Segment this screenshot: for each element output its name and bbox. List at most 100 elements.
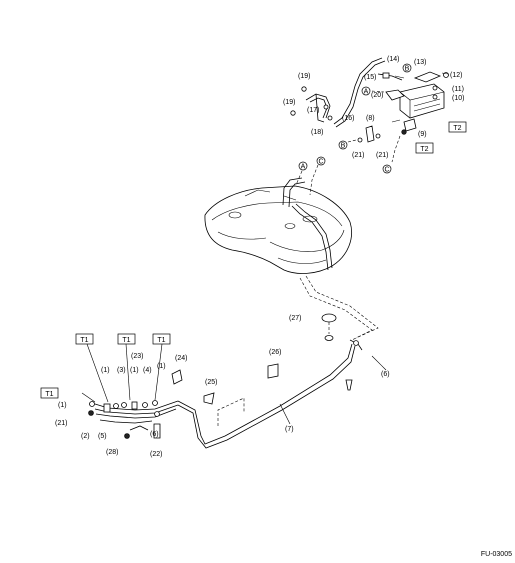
canister <box>399 83 445 119</box>
connector-c-right: C <box>382 164 392 174</box>
clip-25 <box>203 392 215 405</box>
clamp-23 <box>131 401 138 410</box>
leader-6 <box>371 355 387 371</box>
filler-neck <box>282 177 306 208</box>
bracket-28 <box>129 425 149 431</box>
callout-15: (15) <box>364 74 376 81</box>
clamp-3 <box>121 402 127 408</box>
callout-17: (17) <box>307 107 319 114</box>
callout-21b: (21) <box>376 152 388 159</box>
callout-1a: (1) <box>101 367 110 374</box>
callout-28: (28) <box>106 449 118 456</box>
pipe-18a <box>305 93 331 119</box>
callout-25: (25) <box>205 379 217 386</box>
bracket-22 <box>153 423 161 439</box>
leader-t1-c <box>125 343 131 401</box>
washer-10 <box>432 94 438 100</box>
clamp-2 <box>103 403 111 413</box>
svg-text:T1: T1 <box>45 391 53 398</box>
svg-text:T1: T1 <box>122 337 130 344</box>
grommet-27b <box>324 335 334 341</box>
fuel-tank <box>204 185 352 274</box>
svg-text:B: B <box>405 66 410 73</box>
leader-b-lower <box>347 139 357 143</box>
callout-18: (18) <box>311 129 323 136</box>
nut-11 <box>432 85 438 91</box>
figure-id: FU-03005 <box>481 551 512 558</box>
part-20 <box>385 89 405 101</box>
leader-12 <box>441 72 449 75</box>
callout-21c: (21) <box>55 420 67 427</box>
callout-10: (10) <box>452 95 464 102</box>
hose-14 <box>333 57 383 125</box>
callout-7: (7) <box>285 426 294 433</box>
tank-line-a <box>291 205 329 271</box>
joint-6b <box>154 411 160 417</box>
bolt-21b <box>375 133 381 139</box>
fuel-pipe-7 <box>177 343 356 449</box>
callout-4: (4) <box>143 367 152 374</box>
clip-16 <box>327 115 333 121</box>
joint-6a <box>353 340 359 346</box>
bracket-13 <box>413 71 442 83</box>
callout-12: (12) <box>450 72 462 79</box>
callout-21a: (21) <box>352 152 364 159</box>
connector-b-upper: B <box>402 63 412 73</box>
leader-7 <box>279 403 291 425</box>
leader-c-canister <box>391 135 401 163</box>
route-guide-dashed <box>217 397 245 426</box>
ref-box-t1-d: T1 <box>40 387 59 399</box>
clamp-1b <box>113 403 119 409</box>
ref-box-t2-a: T2 <box>448 121 467 133</box>
pipe-18b <box>309 97 328 119</box>
callout-9: (9) <box>418 131 427 138</box>
clip-21 <box>88 410 94 416</box>
svg-text:A: A <box>301 164 306 171</box>
pipe-route-dashed-2 <box>305 275 379 339</box>
ref-box-t1-a: T1 <box>75 333 94 345</box>
callout-16: (16) <box>342 115 354 122</box>
ref-box-t2-b: T2 <box>415 142 434 154</box>
clip-15 <box>382 72 390 79</box>
callout-1b: (1) <box>130 367 139 374</box>
bolt-28 <box>124 433 130 439</box>
pipe-route-dashed-1 <box>299 277 373 341</box>
callout-20: (20) <box>371 92 383 99</box>
callout-5: (5) <box>98 433 107 440</box>
callout-2: (2) <box>81 433 90 440</box>
callout-11: (11) <box>452 86 464 93</box>
callout-1d: (1) <box>58 402 67 409</box>
svg-text:T2: T2 <box>420 146 428 153</box>
connector-b-lower: B <box>338 140 348 150</box>
leader-t1-b <box>86 343 109 403</box>
callout-22: (22) <box>150 451 162 458</box>
ref-box-t1-b: T1 <box>117 333 136 345</box>
tank-line-b <box>295 203 333 269</box>
callout-19b: (19) <box>283 99 295 106</box>
clamp-1a <box>89 401 95 407</box>
pipe-18c <box>315 93 325 123</box>
leader-t1-a <box>81 392 96 403</box>
svg-text:B: B <box>341 143 346 150</box>
callout-3: (3) <box>117 367 126 374</box>
callout-19a: (19) <box>298 73 310 80</box>
callout-6-left: (6) <box>150 431 159 438</box>
callout-6-right: (6) <box>381 371 390 378</box>
clamp-1c <box>152 400 158 406</box>
clip-19a <box>301 86 307 92</box>
svg-text:T2: T2 <box>453 125 461 132</box>
callout-26: (26) <box>269 349 281 356</box>
leader-c-tank <box>309 164 319 196</box>
leader-9 <box>391 119 401 123</box>
callout-13: (13) <box>414 59 426 66</box>
bracket-8 <box>365 125 375 143</box>
bolt-9 <box>401 129 407 135</box>
connector-c-tank: C <box>316 156 326 166</box>
svg-text:C: C <box>318 159 323 166</box>
callout-27: (27) <box>289 315 301 322</box>
callout-24: (24) <box>175 355 187 362</box>
connector-a-upper: A <box>361 86 371 96</box>
part-24 <box>171 369 183 385</box>
